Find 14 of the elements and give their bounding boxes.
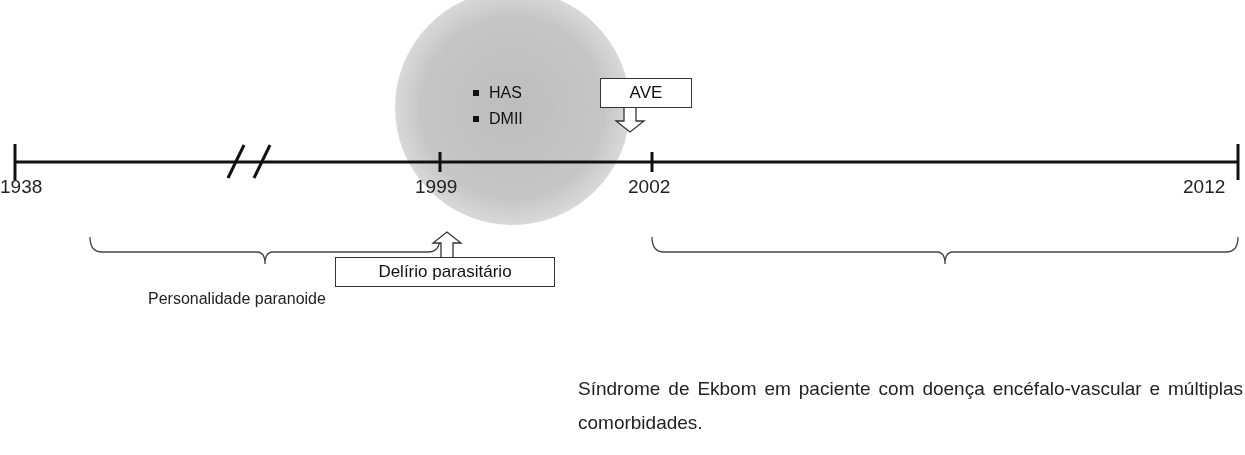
callout-text: AVE	[629, 83, 663, 103]
arrow	[614, 107, 646, 133]
bracket-caption: Síndrome de Ekbom em paciente com doença encéfalo-vascular e múltiplas comorbidades.	[578, 377, 1243, 435]
callout-text: Delírio parasitário	[378, 262, 512, 282]
callout-box	[600, 78, 692, 108]
year-label: 1999	[415, 176, 458, 198]
year-label: 2002	[628, 176, 671, 198]
year-label: 1938	[0, 176, 43, 198]
arrow	[431, 231, 463, 258]
callout-box	[335, 257, 555, 287]
bracket-caption: Personalidade paranoide	[148, 290, 326, 308]
list-item: HAS	[489, 83, 522, 103]
list-item: DMII	[489, 109, 523, 129]
year-label: 2012	[1183, 176, 1226, 198]
